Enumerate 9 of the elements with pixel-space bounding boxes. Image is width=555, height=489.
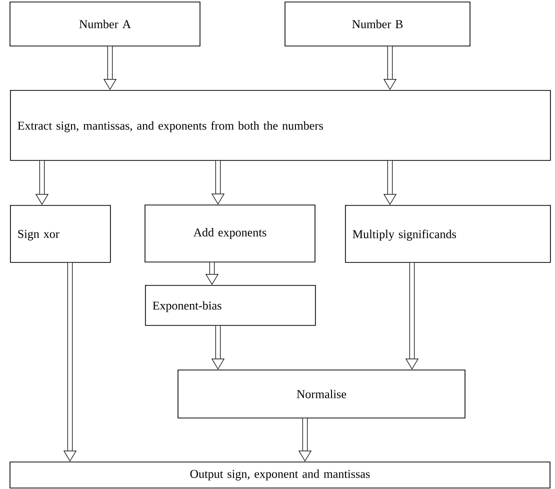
process-box: Sign xor <box>10 205 111 263</box>
process-box: Extract sign, mantissas, and exponents from both the numbers <box>10 90 551 161</box>
process-box: Multiply significands <box>345 205 551 263</box>
process-box: Normalise <box>178 370 466 418</box>
process-box: Exponent-bias <box>145 285 316 326</box>
process-box: Number B <box>284 2 470 46</box>
process-box: Number A <box>10 2 200 46</box>
process-box: Add exponents <box>144 204 316 262</box>
process-box: Output sign, exponent and mantissas <box>10 462 550 488</box>
